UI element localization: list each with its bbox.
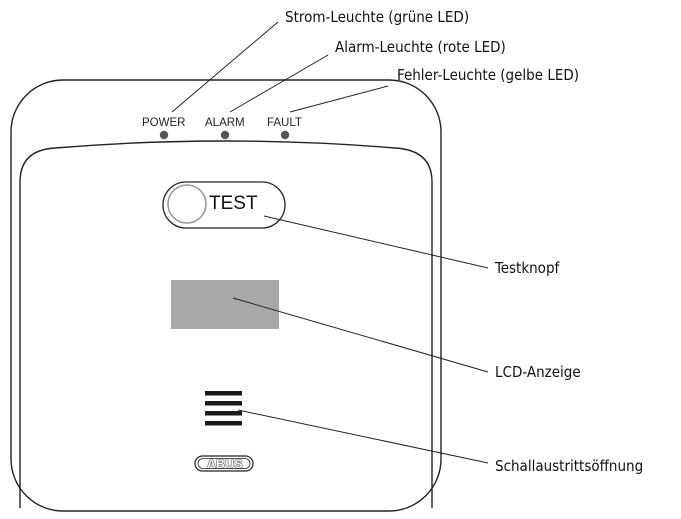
power-indicator-label: POWER: [142, 117, 186, 129]
callout-sound-outlet: Schallaustrittsöffnung: [495, 457, 644, 475]
leader-line-alarm: [229, 54, 329, 113]
callout-fault-led: Fehler-Leuchte (gelbe LED): [397, 66, 580, 84]
leader-line-lcd: [232, 297, 489, 373]
fault-indicator-label: FAULT: [267, 117, 302, 129]
power-led: [159, 130, 169, 140]
lcd-display: [171, 280, 279, 329]
test-button-label: TEST: [209, 193, 258, 214]
callout-lcd-display: LCD-Anzeige: [495, 363, 581, 381]
leader-line-sound: [237, 409, 489, 464]
callout-alarm-led: Alarm-Leuchte (rote LED): [335, 38, 506, 56]
leader-line-fault: [289, 85, 389, 113]
callout-power-led: Strom-Leuchte (grüne LED): [285, 8, 470, 26]
alarm-indicator-label: ALARM: [205, 117, 245, 129]
callout-test-button: Testknopf: [495, 259, 560, 277]
brand-logo: ABUS: [207, 457, 244, 471]
fault-led: [280, 130, 290, 140]
front-panel: [19, 140, 433, 508]
alarm-led: [220, 130, 230, 140]
brand-badge: [194, 455, 254, 472]
leader-line-power: [171, 21, 279, 113]
test-button-knob: [167, 184, 207, 224]
leader-line-test: [263, 215, 489, 269]
sound-outlet: [205, 391, 242, 426]
